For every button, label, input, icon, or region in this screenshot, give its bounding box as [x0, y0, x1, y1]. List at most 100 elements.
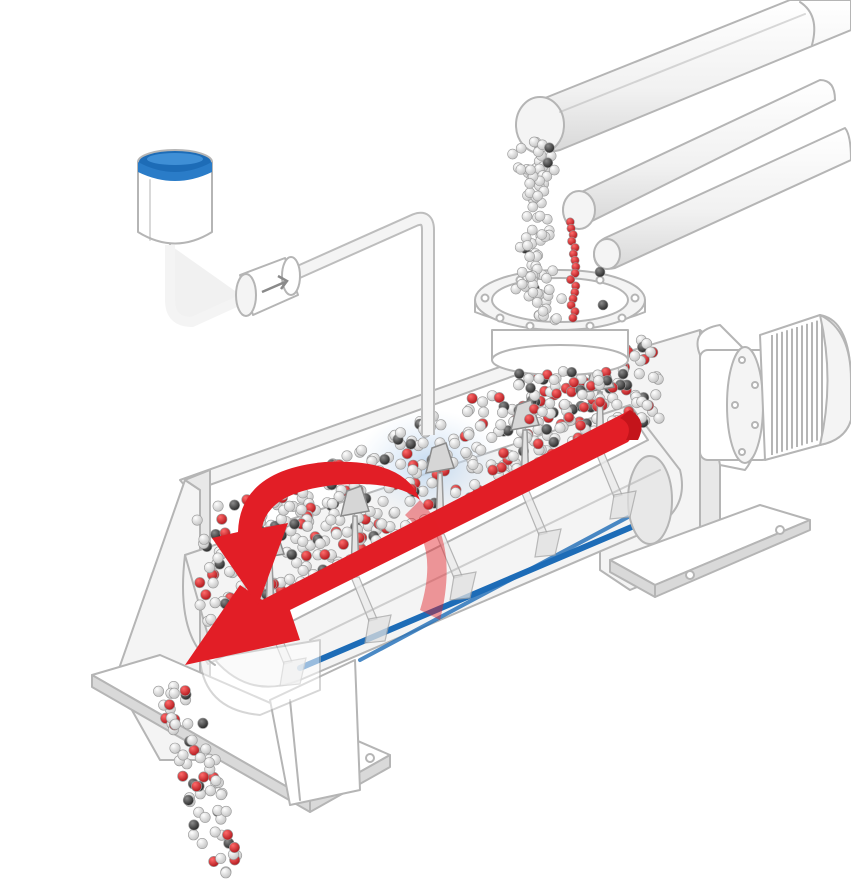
- motor-bolts: [731, 356, 759, 456]
- mixed-particle: [486, 431, 498, 443]
- mixed-particle: [191, 514, 203, 526]
- discharge-particle: [198, 771, 210, 783]
- liquid-tank: [137, 149, 213, 245]
- discharge-particles: [153, 680, 243, 879]
- mixed-particle: [337, 538, 349, 550]
- mixed-particle: [554, 422, 566, 434]
- mixed-particle: [286, 549, 298, 561]
- mixed-particle: [548, 436, 560, 448]
- mixed-particle: [498, 447, 510, 459]
- falling-white-particle: [524, 251, 536, 262]
- mixed-particle: [449, 437, 461, 449]
- falling-white-particle: [515, 143, 527, 154]
- mixed-particle: [474, 420, 486, 432]
- mixed-particle: [404, 495, 416, 507]
- feed-pipe-medium: [562, 79, 836, 230]
- mixed-particle: [469, 479, 481, 491]
- mixed-particle: [647, 371, 659, 383]
- falling-white-particle: [516, 266, 528, 278]
- falling-white-particle: [537, 305, 549, 317]
- discharge-particle: [177, 770, 189, 782]
- dosing-pump: [235, 256, 301, 317]
- discharge-particle: [215, 852, 227, 864]
- mixed-particle: [302, 520, 314, 532]
- long-arrow-icon: [185, 410, 642, 665]
- discharge-particle: [199, 811, 211, 823]
- mixed-particle: [389, 506, 401, 518]
- falling-mixed-particle: [524, 413, 535, 425]
- mixed-particle: [653, 412, 665, 424]
- mixed-particle: [341, 526, 353, 538]
- mixed-particle: [423, 498, 435, 510]
- falling-mixed-particle: [533, 373, 545, 384]
- trough-end-cap: [199, 639, 321, 716]
- mixed-particle: [532, 438, 544, 450]
- discharge-particle: [220, 805, 232, 817]
- falling-white-particle: [536, 229, 548, 240]
- discharge-particle: [169, 742, 181, 754]
- falling-white-particle: [556, 293, 568, 305]
- falling-white-particle: [525, 164, 536, 176]
- falling-mixed-particle: [593, 375, 604, 386]
- mixed-particle: [194, 577, 206, 589]
- falling-particle-streams: [507, 136, 629, 425]
- mixed-particle: [401, 448, 413, 460]
- falling-white-particle: [525, 271, 537, 283]
- mixed-particle: [209, 597, 221, 609]
- falling-red-particle: [568, 313, 578, 323]
- discharge-particle: [164, 699, 176, 711]
- mixed-particle: [461, 406, 473, 418]
- falling-dark-particle: [597, 299, 609, 311]
- falling-white-particle: [522, 240, 533, 251]
- falling-dark-particle: [594, 266, 606, 278]
- mixed-particle: [207, 577, 219, 589]
- mixed-particle: [633, 368, 645, 380]
- discharge-particle: [177, 749, 189, 761]
- discharge-particle: [222, 829, 234, 841]
- falling-mixed-particle: [525, 382, 536, 394]
- drive-motor: [696, 314, 851, 471]
- falling-white-particle: [543, 284, 555, 296]
- falling-white-particle: [527, 287, 539, 298]
- mixed-particle: [300, 550, 312, 562]
- mixed-particle: [629, 350, 641, 362]
- mixed-particle: [331, 528, 343, 540]
- discharge-particle: [153, 685, 165, 697]
- discharge-particle: [188, 819, 200, 831]
- falling-white-particle: [516, 278, 528, 290]
- mixed-particle: [513, 379, 525, 391]
- discharge-particle: [200, 743, 212, 755]
- falling-mixed-particle: [578, 401, 590, 413]
- falling-mixed-particle: [594, 396, 606, 408]
- mixed-particle: [356, 444, 368, 456]
- mixed-particle: [314, 537, 326, 549]
- paddle: [425, 442, 477, 601]
- mixed-particle: [496, 406, 508, 418]
- falling-mixed-particle: [523, 373, 535, 384]
- mixed-particle: [376, 518, 388, 530]
- mixed-particle: [319, 549, 331, 561]
- falling-white-particle: [532, 190, 544, 202]
- falling-white-particle: [531, 297, 543, 308]
- discharge-particle: [179, 685, 191, 697]
- discharge-particle: [188, 829, 200, 841]
- mixed-particle: [297, 535, 309, 547]
- falling-white-particle: [542, 157, 554, 169]
- mixed-particle: [341, 450, 353, 462]
- mixed-particle: [450, 487, 462, 499]
- falling-mixed-particle: [513, 368, 525, 380]
- mixed-particle: [275, 513, 287, 525]
- discharge-particle: [209, 826, 221, 838]
- discharge-particle: [191, 780, 203, 792]
- discharge-particle: [210, 775, 222, 787]
- mixed-particle: [611, 398, 623, 410]
- mixed-particle: [229, 499, 241, 511]
- mixed-particle: [198, 533, 210, 545]
- mixed-particle: [467, 458, 479, 470]
- discharge-particle: [196, 837, 208, 849]
- mixed-particle: [205, 613, 217, 625]
- mixed-particle: [493, 392, 505, 404]
- mixed-particle: [644, 346, 656, 358]
